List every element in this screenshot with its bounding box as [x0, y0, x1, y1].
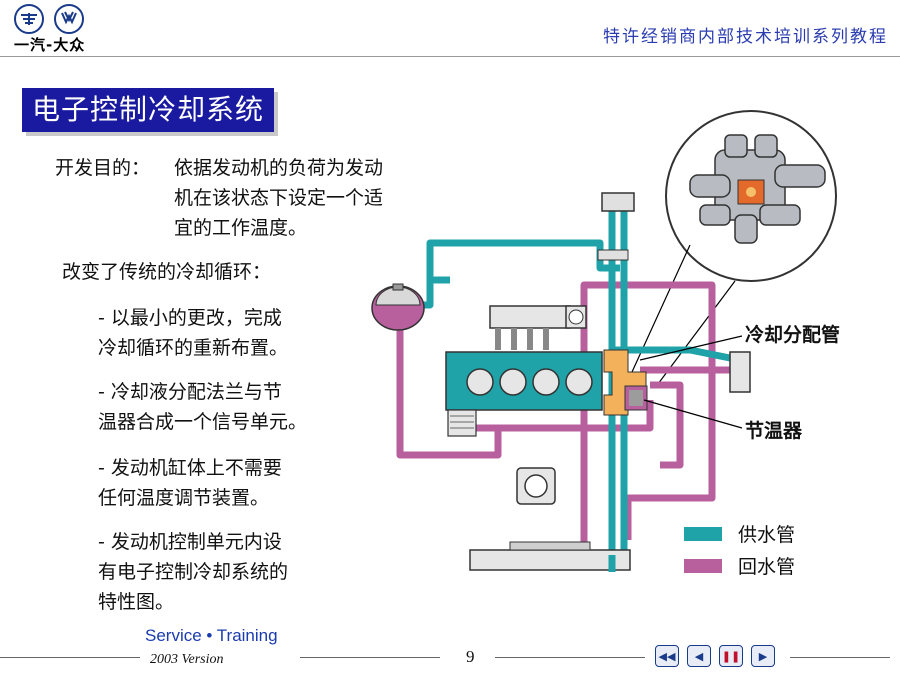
bullet-4-line-3: 特性图。	[98, 591, 175, 613]
purpose-label: 开发目的：	[55, 157, 151, 179]
next-icon: ▶	[758, 649, 768, 663]
legend-label-supply: 供水管	[738, 524, 796, 546]
coolant-pump	[516, 467, 556, 505]
purpose-line-1: 依据发动机的负荷为发动	[174, 157, 384, 179]
previous-slide-button[interactable]: ◀	[687, 645, 711, 667]
footer-divider-far-right	[790, 657, 890, 658]
vw-logo-icon	[54, 4, 84, 34]
legend-label-return: 回水管	[738, 556, 796, 578]
radiator	[469, 541, 631, 572]
cooling-system-diagram	[371, 110, 837, 572]
version-label: 2003 Version	[150, 652, 224, 667]
footer-divider-middle	[300, 657, 440, 658]
pause-icon: ❚❚	[721, 649, 741, 663]
bullet-3-line-2: 任何温度调节装置。	[98, 487, 270, 509]
footer-divider-left	[0, 657, 140, 658]
engine-block	[445, 351, 603, 437]
thermostat	[624, 385, 648, 411]
legend-swatch-return	[684, 559, 722, 573]
header-divider	[0, 56, 900, 57]
bullet-1-line-1: - 以最小的更改，完成	[98, 307, 282, 329]
stop-slideshow-button[interactable]: ❚❚	[719, 645, 743, 667]
rewind-icon: ◀◀	[658, 649, 676, 663]
series-title: 特许经销商内部技术培训系列教程	[603, 27, 888, 47]
next-slide-button[interactable]: ▶	[751, 645, 775, 667]
purpose-line-2: 机在该状态下设定一个适	[174, 187, 384, 209]
bullet-4-line-2: 有电子控制冷却系统的	[98, 561, 289, 583]
faw-logo-icon	[14, 4, 44, 34]
brand-text: 一汽-大众	[14, 36, 86, 54]
footer-divider-right	[495, 657, 645, 658]
intake-manifold	[489, 305, 587, 350]
page-number: 9	[466, 647, 475, 666]
slide-title: 电子控制冷却系统	[22, 88, 275, 132]
purpose-line-3: 宜的工作温度。	[174, 217, 308, 239]
legend-swatch-supply	[684, 527, 722, 541]
distributor-zoom-view	[665, 110, 837, 282]
bullet-4-line-1: - 发动机控制单元内设	[98, 531, 282, 553]
expansion-tank	[371, 283, 425, 331]
bullet-3-line-1: - 发动机缸体上不需要	[98, 457, 282, 479]
service-training-label: Service • Training	[145, 626, 278, 645]
change-heading: 改变了传统的冷却循环：	[62, 261, 272, 283]
callout-thermostat: 节温器	[745, 420, 803, 442]
callout-coolant-distributor: 冷却分配管	[745, 324, 841, 346]
bullet-2-line-2: 温器合成一个信号单元。	[98, 411, 308, 433]
first-slide-button[interactable]: ◀◀	[655, 645, 679, 667]
bullet-2-line-1: - 冷却液分配法兰与节	[98, 381, 282, 403]
brand-logos	[14, 4, 84, 34]
previous-icon: ◀	[694, 649, 704, 663]
slide-nav-controls: ◀◀ ◀ ❚❚ ▶	[655, 645, 775, 667]
bullet-1-line-2: 冷却循环的重新布置。	[98, 337, 289, 359]
